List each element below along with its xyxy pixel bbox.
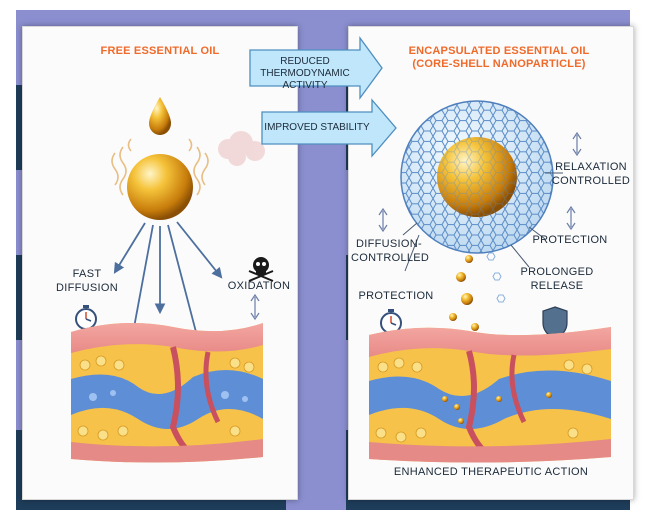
protection-label-left: PROTECTION [358, 290, 434, 302]
protection-label-right: PROTECTION [532, 234, 608, 246]
free-oil-title: FREE ESSENTIAL OIL [100, 45, 220, 57]
double-arrow-icon [378, 131, 582, 233]
reduced-activity-label: REDUCED THERMODYNAMIC ACTIVITY [260, 56, 350, 91]
fat-cells-right [375, 357, 593, 443]
free-oil-illustration [71, 97, 274, 463]
heat-waves-icon [111, 138, 209, 196]
released-hexagons [486, 252, 506, 303]
oil-droplet-icon [149, 97, 171, 135]
label-pointers [402, 172, 563, 272]
fast-diffusion-label: FAST DIFFUSION [56, 268, 118, 294]
blue-cells-left [89, 390, 248, 402]
relaxation-controlled-label: RELAXATION CONTROLLED [551, 161, 631, 187]
encapsulated-oil-title: ENCAPSULATED ESSENTIAL OIL (CORE-SHELL N… [408, 45, 590, 70]
free-oil-sphere [127, 154, 193, 220]
diffusion-controlled-label: DIFFUSION- CONTROLLED [351, 238, 430, 264]
absorbed-oil-droplets [442, 392, 552, 424]
double-arrow-icon [250, 293, 260, 321]
diffusion-arrows [113, 221, 223, 400]
stopwatch-icon [380, 309, 402, 334]
prolonged-release-label: PROLONGED RELEASE [520, 266, 594, 292]
improved-stability-label: IMPROVED STABILITY [264, 122, 370, 133]
stopwatch-icon [75, 305, 97, 330]
encapsulated-oil-panel: ENCAPSULATED ESSENTIAL OIL (CORE-SHELL N… [348, 26, 634, 500]
vapour-cloud-icon [218, 131, 265, 166]
skull-icon [248, 257, 274, 282]
skin-cross-section-right [369, 327, 611, 463]
skin-cross-section-left [71, 323, 263, 463]
oxidation-label: OXIDATION [227, 280, 291, 292]
enhanced-therapeutic-action-label: ENHANCED THERAPEUTIC ACTION [393, 466, 589, 478]
nanoparticle-illustration [369, 100, 611, 463]
free-oil-panel: FREE ESSENTIAL OIL [22, 26, 298, 500]
fat-cells-left [77, 355, 255, 441]
